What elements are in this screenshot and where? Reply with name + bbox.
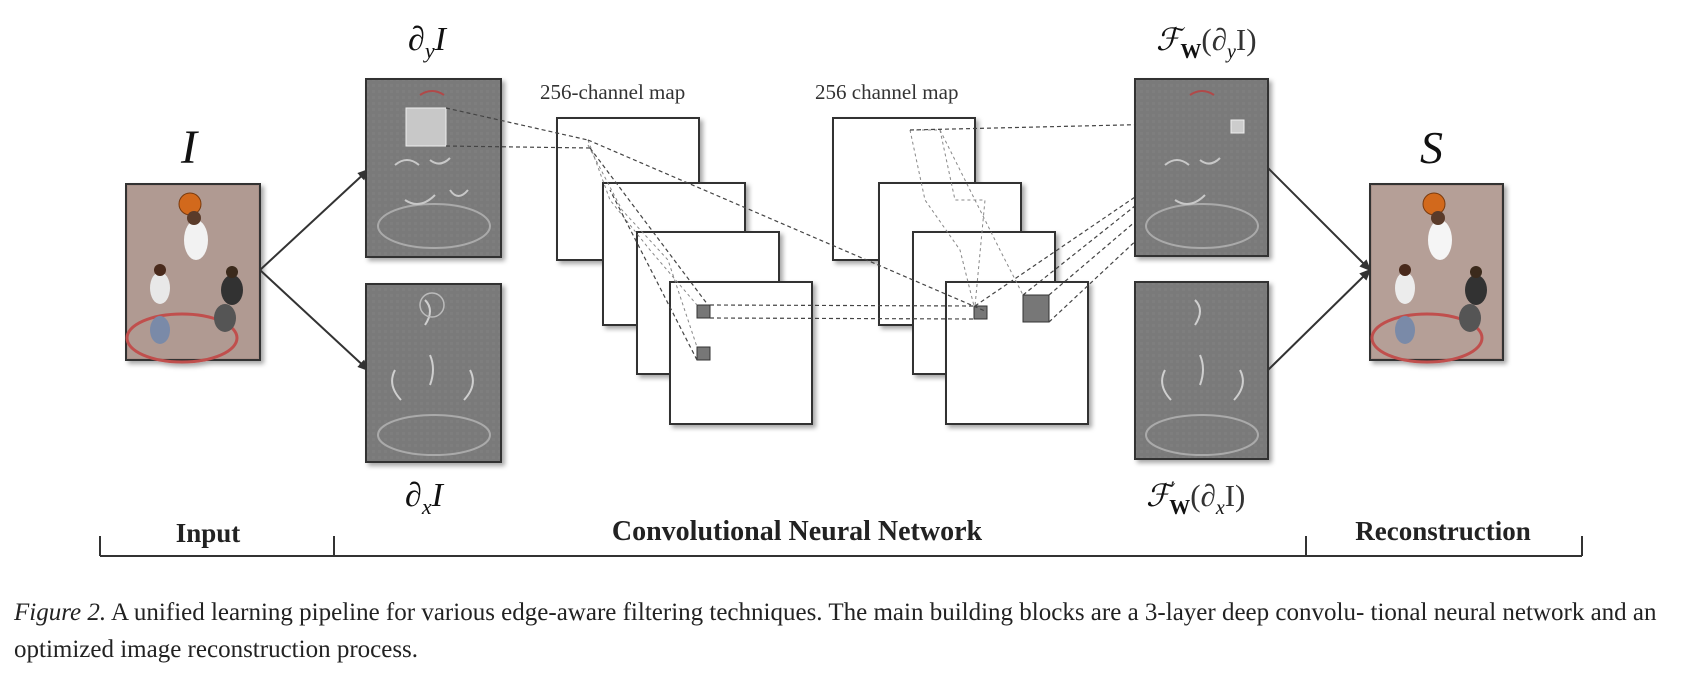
arrow-from-filter-y (1267, 167, 1372, 272)
arrow-to-grad-y (259, 168, 370, 271)
arrow-from-filter-x (1267, 268, 1372, 371)
filter-y-label: ℱW(∂yI) (1156, 22, 1257, 63)
right-feature-map-label: 256 channel map (815, 80, 958, 104)
section-label-input: Input (176, 518, 241, 548)
output-image-label: S (1420, 122, 1443, 173)
figure-number: Figure 2. (14, 599, 107, 626)
dashed-connections (445, 107, 1251, 361)
right-feature-map-stack (832, 117, 1089, 425)
left-patch-top (696, 304, 711, 319)
grad-x-panel (365, 283, 502, 463)
caption-text: A unified learning pipeline for various … (14, 599, 1657, 663)
figure-caption: Figure 2. A unified learning pipeline fo… (14, 594, 1674, 668)
grad-y-panel (365, 78, 502, 258)
right-patch-small (973, 305, 988, 320)
input-photo (125, 183, 261, 364)
left-feature-map-stack (556, 117, 813, 425)
left-feature-map-label: 256-channel map (540, 80, 685, 104)
section-bracket (99, 536, 1583, 557)
arrow-to-grad-x (259, 269, 370, 372)
filter-x-panel (1134, 281, 1269, 460)
section-label-cnn: Convolutional Neural Network (612, 516, 983, 547)
input-image-label: I (180, 121, 199, 174)
right-patch-large (1022, 294, 1050, 323)
filter-x-label: ℱ′W(∂xI) (1146, 476, 1245, 519)
section-label-reconstruction: Reconstruction (1355, 516, 1530, 546)
filter-y-panel (1134, 78, 1269, 257)
grad-y-label: ∂yI (408, 21, 448, 63)
left-patch-bottom (696, 346, 711, 361)
output-photo (1369, 183, 1504, 364)
grad-x-label: ∂xI (405, 477, 445, 519)
